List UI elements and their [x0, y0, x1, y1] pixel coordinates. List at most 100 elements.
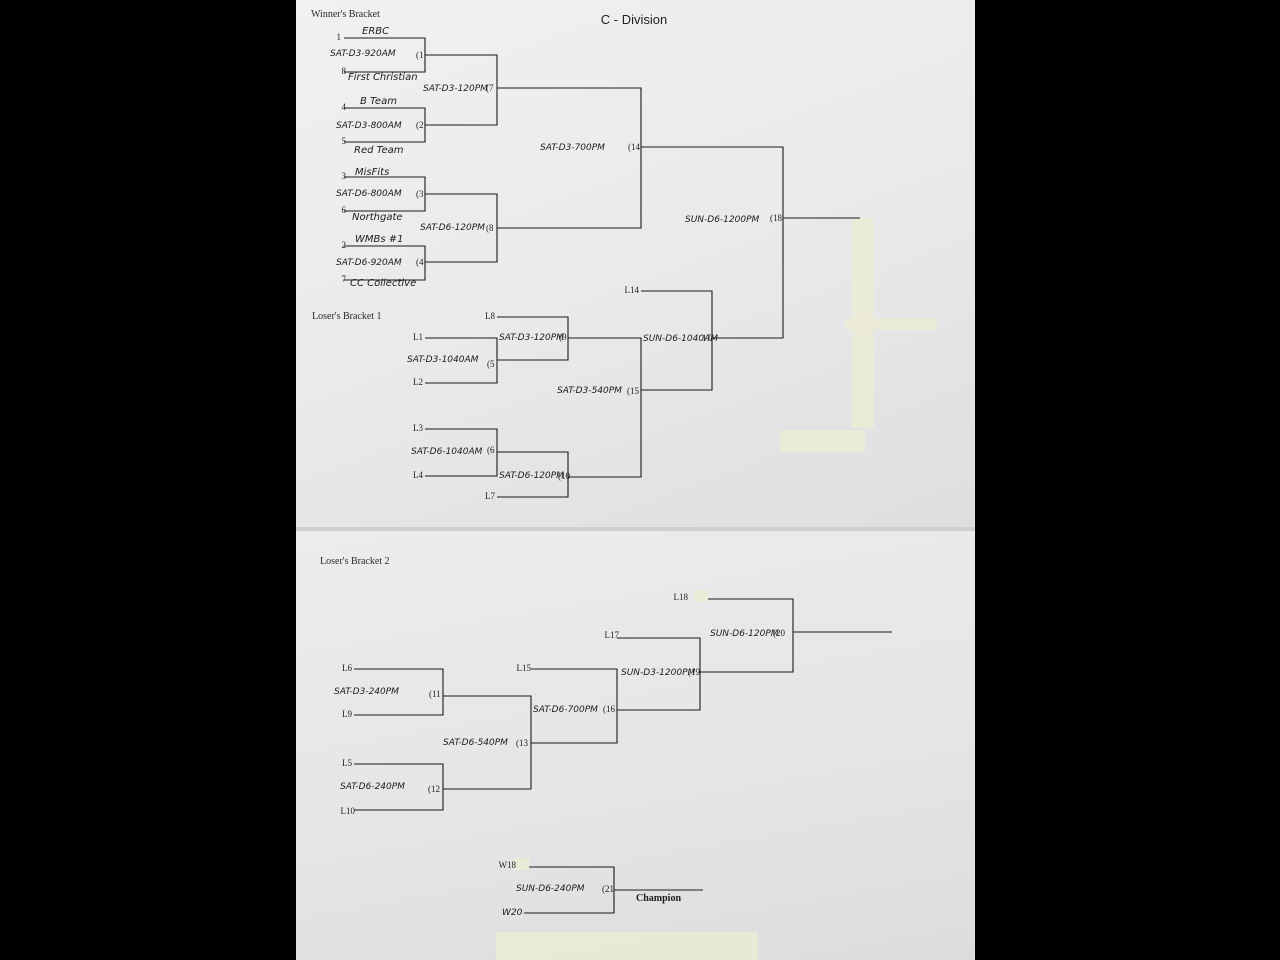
loser-reference: L10 [341, 806, 356, 816]
game-time: SUN-D3-1200PM [621, 668, 696, 678]
loser-reference: L18 [674, 592, 689, 602]
losers-bracket-1-heading: Loser's Bracket 1 [312, 311, 382, 322]
winner-reference: W20 [502, 908, 523, 918]
bracket-connector [425, 54, 498, 126]
game-number: (19 [688, 667, 700, 677]
loser-reference: L6 [342, 663, 352, 673]
winner-reference: W18 [499, 860, 517, 870]
game-number: (3 [416, 189, 424, 199]
game-number: (1 [416, 50, 424, 60]
loser-reference: L9 [342, 709, 352, 719]
loser-reference: L5 [342, 758, 352, 768]
game-time: SAT-D3-1040AM [407, 355, 479, 365]
bracket-connector [354, 668, 444, 716]
team-name: MisFits [355, 167, 389, 178]
bracket-connector [617, 637, 701, 711]
team-name: ERBC [362, 26, 389, 37]
game-number: (21 [602, 884, 614, 894]
seed-number: 8 [342, 66, 347, 76]
sheet-seam [296, 527, 975, 531]
game-time: SAT-D3-120PM [423, 84, 488, 94]
game-time: SUN-D6-1200PM [685, 215, 760, 225]
team-name: CC Collective [350, 278, 416, 289]
game-time: SAT-D6-540PM [443, 738, 508, 748]
seed-number: 6 [342, 205, 347, 215]
game-number: (20 [773, 628, 785, 638]
tape-strip [780, 430, 865, 452]
game-number: (4 [416, 257, 424, 267]
game-time: SAT-D6-120PM [499, 471, 564, 481]
game-time: SUN-D6-1040AM [643, 334, 718, 344]
game-number: (11 [429, 689, 441, 699]
game-number: (12 [428, 784, 440, 794]
game-time: SAT-D6-120PM [420, 223, 485, 233]
game-time: SAT-D3-700PM [540, 143, 605, 153]
team-name: First Christian [348, 72, 418, 83]
game-time: SAT-D3-120PM [499, 333, 564, 343]
game-time: SAT-D3-540PM [557, 386, 622, 396]
loser-reference: L4 [413, 470, 423, 480]
tape-strip [845, 318, 937, 330]
division-title: C - Division [601, 12, 667, 27]
game-number: (14 [628, 142, 640, 152]
bracket-connector [531, 668, 618, 744]
team-name: B Team [360, 96, 397, 107]
team-name: Red Team [354, 145, 404, 156]
game-number: (16 [603, 704, 615, 714]
seed-number: 5 [342, 136, 347, 146]
bracket-connector [700, 598, 794, 673]
game-number: (13 [516, 738, 528, 748]
loser-reference: L1 [413, 332, 423, 342]
loser-reference: L8 [485, 311, 495, 321]
seed-number: 7 [342, 274, 347, 284]
champion-label: Champion [636, 893, 681, 904]
game-number: (8 [486, 223, 494, 233]
bracket-connector [344, 245, 426, 281]
game-number: (2 [416, 120, 424, 130]
game-number: (15 [627, 386, 639, 396]
seed-number: 2 [342, 240, 347, 250]
loser-reference: L17 [605, 630, 620, 640]
game-number: (7 [486, 83, 494, 93]
game-time: SAT-D6-920AM [336, 258, 402, 268]
game-number: 17 [702, 333, 712, 343]
loser-reference: L15 [517, 663, 532, 673]
bracket-connector [641, 146, 784, 339]
bracket-sheet-bottom [296, 530, 975, 960]
seed-number: 4 [342, 102, 347, 112]
seed-number: 3 [342, 171, 347, 181]
game-time: SAT-D3-240PM [334, 687, 399, 697]
tape-strip [514, 858, 530, 870]
seed-number: 1 [337, 32, 342, 42]
loser-reference: L14 [625, 285, 640, 295]
game-number: (5 [487, 359, 495, 369]
game-time: SAT-D3-920AM [330, 49, 396, 59]
tape-strip [694, 590, 708, 602]
loser-reference: L7 [485, 491, 495, 501]
winners-bracket-lines [344, 37, 860, 339]
bracket-connector [497, 87, 642, 229]
losers-bracket-1-lines [425, 290, 713, 498]
game-number: (18 [770, 213, 782, 223]
game-time: SAT-D6-240PM [340, 782, 405, 792]
losers-bracket-2-lines [354, 598, 892, 914]
game-number: (9 [559, 332, 567, 342]
bracket-connector [354, 763, 444, 811]
tape-pieces [496, 218, 937, 960]
game-number: (10 [558, 471, 570, 481]
bracket-connector [497, 451, 569, 498]
bracket-connector [641, 290, 713, 391]
losers-bracket-2-heading: Loser's Bracket 2 [320, 556, 390, 567]
game-time: SAT-D6-800AM [336, 189, 402, 199]
tape-strip [496, 932, 758, 960]
team-name: Northgate [352, 212, 403, 223]
loser-reference: L2 [413, 377, 423, 387]
game-time: SAT-D3-800AM [336, 121, 402, 131]
loser-reference: L3 [413, 423, 423, 433]
game-time: SAT-D6-700PM [533, 705, 598, 715]
game-time: SUN-D6-240PM [516, 884, 585, 894]
winners-bracket-heading: Winner's Bracket [311, 9, 380, 20]
game-time: SAT-D6-1040AM [411, 447, 483, 457]
bracket-connector [568, 337, 642, 478]
